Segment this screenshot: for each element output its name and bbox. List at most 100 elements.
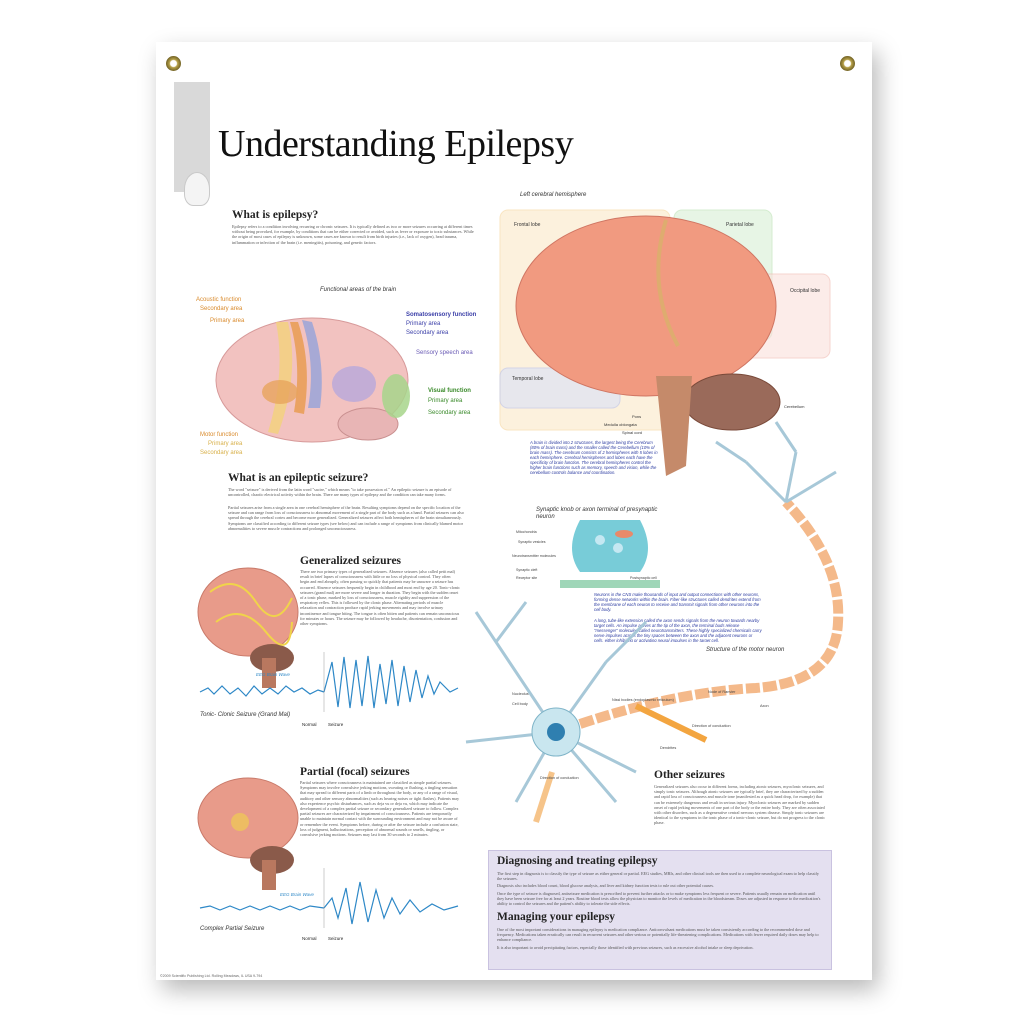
receptor-label: Receptor site (516, 576, 538, 580)
motor-area (268, 322, 293, 434)
diagnosing-body-2: Diagnosis also includes blood count, blo… (497, 883, 715, 888)
axon-path (578, 498, 844, 729)
visual-secondary-label: Secondary area (428, 410, 471, 416)
diagnosing-body: The first step in diagnosis is to classi… (497, 871, 819, 881)
footer-credit: ©2009 Scientific Publishing Ltd. Rolling… (160, 974, 263, 978)
complex-partial-eeg (199, 868, 459, 928)
seizure-body: The word "seizure" is derived from the l… (228, 487, 452, 498)
axon-description: A long, tube-like extension called the a… (594, 618, 762, 642)
motor-primary-label: Primary area (208, 441, 243, 447)
nissl-label: Nissl bodies (endoplasmic reticulum) (612, 698, 674, 702)
brainstem-shape (656, 376, 692, 476)
functional-brain-diagram (215, 317, 410, 443)
partial-heading: Partial (focal) seizures (300, 766, 410, 778)
tonic-normal-label: Normal (302, 722, 317, 727)
axon-terminal-branches (715, 421, 837, 504)
hemisphere-caption: Left cerebral hemisphere (520, 192, 587, 198)
conduction-arrow (634, 703, 708, 743)
axon-label: Axon (760, 704, 769, 708)
occipital-label: Occipital lobe (790, 288, 821, 294)
seizure-activity-lines (209, 583, 293, 646)
generalized-body: There are two primary types of generaliz… (300, 569, 460, 627)
diagnosing-panel: Diagnosing and treating epilepsy The fir… (488, 850, 832, 970)
generalized-heading: Generalized seizures (300, 555, 402, 567)
spinal-label: Spinal cord (622, 430, 643, 435)
functional-brain-caption: Functional areas of the brain (320, 287, 397, 293)
eeg-normal-wave (199, 685, 325, 697)
eeg-seizure-wave (323, 655, 459, 709)
head-icon (184, 172, 210, 206)
other-heading: Other seizures (654, 769, 725, 781)
medulla-label: Medulla oblongata (604, 422, 637, 427)
eeg-seizure-wave-2 (323, 881, 459, 925)
cerebellum-label: Cerebellum (784, 404, 805, 409)
synapse-description: Neurons in the CNS make thousands of inp… (594, 592, 761, 612)
vesicles-label: Synaptic vesicles (518, 540, 546, 544)
grommet-left (166, 56, 181, 71)
acoustic-area (290, 322, 307, 414)
generalized-brain-illustration (197, 567, 299, 688)
synaptic-vesicle-2 (613, 543, 623, 553)
cerebrum-shape (515, 215, 777, 397)
neurotransmitter-label: Neurotransmitter molecules (512, 554, 556, 558)
somato-secondary-label: Secondary area (406, 330, 449, 336)
mitochondrion (615, 530, 633, 538)
postsynaptic-membrane (560, 580, 660, 588)
mito-label: Mitochondria (516, 530, 537, 534)
poster: Understanding Epilepsy What is epilepsy?… (156, 42, 872, 980)
complex-eeg-label: EEG Brain Wave (280, 892, 314, 897)
visual-primary-label: Primary area (428, 398, 463, 404)
somatosensory-area (302, 320, 322, 408)
partial-brain-illustration (197, 777, 299, 890)
generalized-brain (197, 567, 299, 657)
visual-area (382, 374, 410, 418)
acoustic-primary-label: Primary area (210, 318, 245, 324)
acoustic-primary-area (262, 380, 298, 404)
cleft-label: Synaptic cleft (516, 568, 538, 572)
acoustic-label: Acoustic function (196, 297, 242, 303)
tonic-clonic-eeg (199, 652, 459, 712)
what-is-body: Epilepsy refers to a condition involving… (232, 224, 474, 245)
cell-body-label: Cell body (512, 702, 528, 706)
sidebar-bar (174, 82, 210, 206)
postsynaptic-label: Postsynaptic cell (630, 576, 657, 580)
synaptic-vesicle (595, 535, 605, 545)
speech-area (332, 366, 376, 402)
neuron-nucleus (547, 723, 565, 741)
hemisphere-diagram (499, 209, 831, 476)
node-label: Node of Ranvier (708, 690, 736, 694)
tonic-caption: Tonic- Clonic Seizure (Grand Mal) (200, 712, 291, 718)
complex-seizure-label: Seizure (328, 936, 344, 941)
frontal-label: Frontal lobe (514, 222, 541, 228)
managing-body: One of the most important considerations… (497, 927, 819, 943)
complex-caption: Complex Partial Seizure (200, 926, 265, 932)
motor-secondary-label: Secondary area (200, 450, 243, 456)
focal-seizure-spot (231, 813, 249, 831)
speech-label: Sensory speech area (416, 350, 473, 356)
parietal-label: Parietal lobe (726, 222, 754, 228)
tonic-seizure-label: Seizure (328, 722, 344, 727)
generalized-brainstem (262, 658, 276, 688)
synapse-caption: Synaptic knob or axon terminal of presyn… (536, 507, 658, 520)
tonic-eeg-label: EEG Brain Wave (256, 672, 290, 677)
hemisphere-description: A brain is divided into 2 structures, th… (530, 440, 658, 475)
seizure-heading: What is an epileptic seizure? (228, 472, 369, 484)
direction-label-2: Direction of conduction (540, 776, 579, 780)
synapse-diagram (560, 520, 660, 588)
eeg-normal-wave-2 (199, 905, 325, 911)
partial-brainstem (262, 860, 276, 890)
diagnosing-body-3: Once the type of seizure is diagnosed, a… (497, 891, 821, 907)
neuron-caption: Structure of the motor neuron (706, 647, 785, 653)
grommet-right (840, 56, 855, 71)
brain-cerebellum-shape (337, 407, 399, 441)
what-is-heading: What is epilepsy? (232, 209, 319, 221)
temporal-label: Temporal lobe (512, 376, 544, 382)
seizure-body-2: Partial seizures arise from a single are… (228, 505, 464, 531)
direction-label: Direction of conduction (692, 724, 731, 728)
managing-body-2: It is also important to avoid precipitat… (497, 945, 754, 950)
conduction-arrow-2 (533, 771, 555, 823)
acoustic-secondary-label: Secondary area (200, 306, 243, 312)
complex-normal-label: Normal (302, 936, 317, 941)
somato-primary-label: Primary area (406, 321, 441, 327)
visual-label: Visual function (428, 388, 471, 394)
